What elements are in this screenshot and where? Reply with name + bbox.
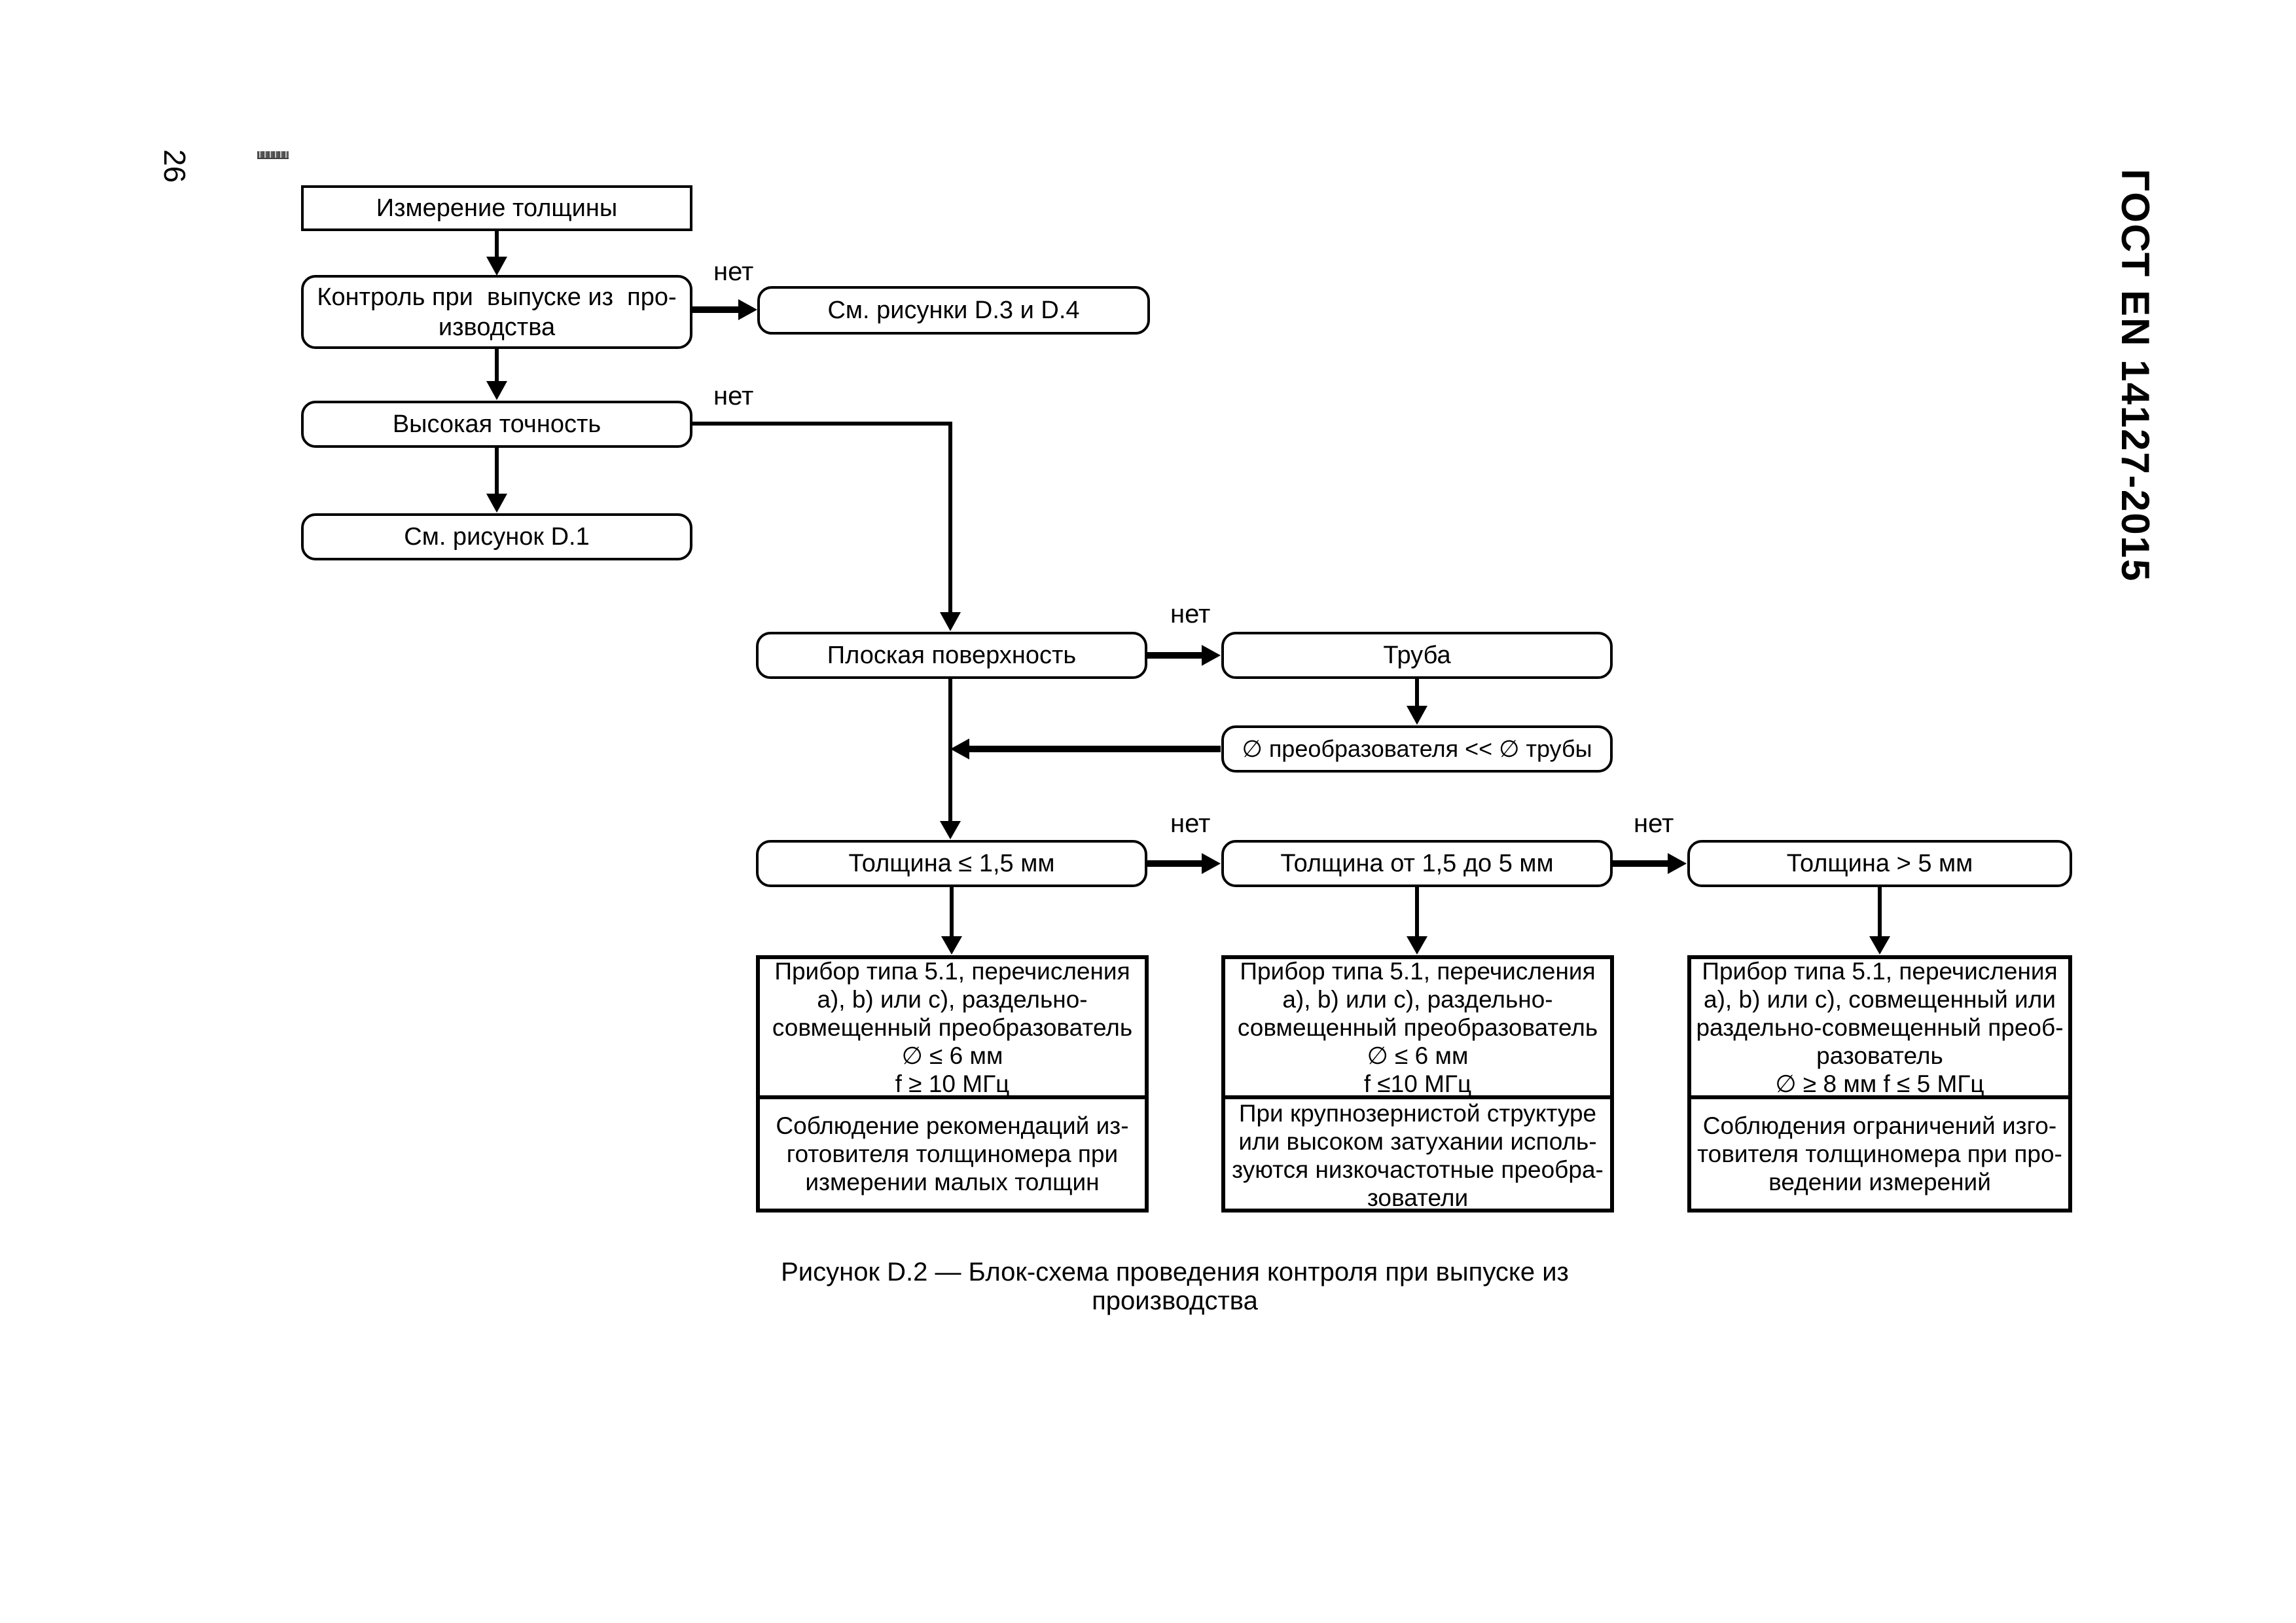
box-device-b: Прибор типа 5.1, перечисления а), b) или… <box>1221 955 1614 1213</box>
arrowhead-thickness2-to-deviceB <box>1407 936 1427 955</box>
figure-caption: Рисунок D.2 — Блок-схема проведения конт… <box>781 1258 1569 1315</box>
device-b-note: При крупнозернистой структуре или высоко… <box>1232 1100 1604 1211</box>
elbow-accuracy-to-flat <box>691 422 952 612</box>
no-label-thickness-1: нет <box>1170 809 1211 838</box>
node-see-figure-d1: См. рисунок D.1 <box>301 513 692 560</box>
arrowhead-thickness1-to-thickness2 <box>1202 853 1221 874</box>
standard-designation: ГОСТ EN 14127-2015 <box>2113 169 2157 583</box>
node-flat-surface: Плоская поверхность <box>756 632 1147 679</box>
device-c-note: Соблюдения ограничений изго- товителя то… <box>1697 1112 2062 1195</box>
arrowhead-diameter-to-mainline <box>950 739 969 759</box>
arrowhead-pipe-to-diameter <box>1407 706 1427 725</box>
node-transducer-diameter: ∅ преобразователя << ∅ трубы <box>1221 725 1613 773</box>
box-device-a: Прибор типа 5.1, перечисления а), b) или… <box>756 955 1149 1213</box>
no-label-thickness-2: нет <box>1634 809 1674 838</box>
device-a-note: Соблюдение рекомендаций из- готовителя т… <box>776 1112 1129 1195</box>
node-pipe: Труба <box>1221 632 1613 679</box>
arrowhead-accuracy-to-d1 <box>486 494 507 513</box>
node-thickness-gt-5: Толщина > 5 мм <box>1687 840 2072 887</box>
node-thickness-le-1-5: Толщина ≤ 1,5 мм <box>756 840 1147 887</box>
node-measure-thickness: Измерение толщины <box>301 185 692 231</box>
no-label-high-accuracy: нет <box>713 382 754 410</box>
arrowhead-measure-to-control <box>486 257 507 276</box>
arrowhead-flat-to-thickness1 <box>940 821 961 839</box>
node-high-accuracy: Высокая точность <box>301 401 692 448</box>
node-production-control: Контроль при выпуске из про- изводства <box>301 275 692 349</box>
arrowhead-thickness1-to-deviceA <box>941 936 962 955</box>
arrowhead-control-to-d3d4 <box>738 299 757 320</box>
arrowhead-accuracy-to-flat <box>940 612 961 631</box>
no-label-production-control: нет <box>713 257 754 286</box>
arrowhead-control-to-accuracy <box>486 381 507 400</box>
arrowhead-thickness3-to-deviceC <box>1869 936 1890 955</box>
box-device-c: Прибор типа 5.1, перечисления а), b) или… <box>1687 955 2072 1213</box>
no-label-flat-surface: нет <box>1170 600 1211 629</box>
page-number: 26 <box>158 149 192 183</box>
arrowhead-flat-to-pipe <box>1202 645 1221 666</box>
node-thickness-1-5-to-5: Толщина от 1,5 до 5 мм <box>1221 840 1613 887</box>
scan-artifact-smudge <box>257 151 289 159</box>
device-c-spec: Прибор типа 5.1, перечисления а), b) или… <box>1691 958 2068 1099</box>
node-see-figures-d3-d4: См. рисунки D.3 и D.4 <box>757 286 1150 335</box>
arrowhead-thickness2-to-thickness3 <box>1668 853 1687 874</box>
device-a-spec: Прибор типа 5.1, перечисления а), b) или… <box>760 958 1145 1099</box>
device-b-spec: Прибор типа 5.1, перечисления а), b) или… <box>1225 958 1610 1099</box>
